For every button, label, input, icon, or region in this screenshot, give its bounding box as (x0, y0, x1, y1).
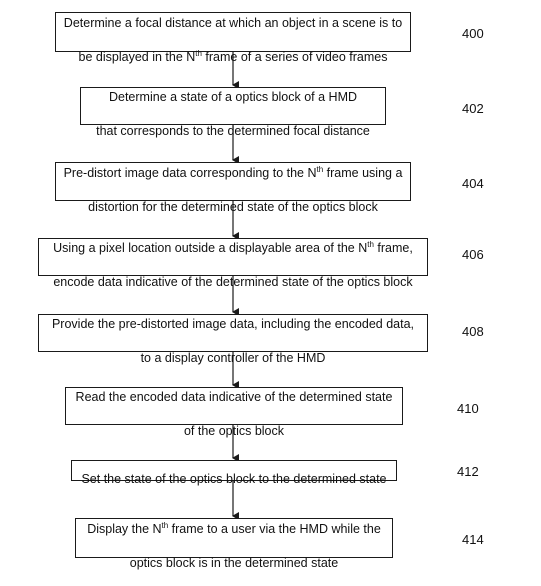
step-404-line1-post: frame using a (323, 165, 403, 180)
step-408-line2: to a display controller of the HMD (140, 351, 326, 365)
step-414-line2: optics block is in the determined state (129, 556, 339, 570)
step-404-line1-pre: Pre-distort image data corresponding to … (63, 165, 317, 180)
step-406-line2: encode data indicative of the determined… (53, 275, 413, 289)
step-400-line2-pre: be displayed in the N (78, 50, 196, 64)
step-box-412: Set the state of the optics block to the… (71, 460, 397, 486)
step-414-sup: th (161, 520, 169, 530)
step-414-line1-pre: Display the N (87, 522, 162, 536)
step-406-line1-post: frame, (373, 241, 413, 255)
step-406-line1-pre: Using a pixel location outside a display… (53, 241, 368, 255)
step-ref-408: 408 (462, 324, 484, 339)
step-ref-414: 414 (462, 532, 484, 547)
step-box-404: Pre-distort image data corresponding to … (55, 162, 411, 214)
step-400-line2-post: frame of a series of video frames (201, 50, 388, 64)
step-404-sup: th (316, 164, 324, 174)
step-box-400: Determine a focal distance at which an o… (55, 12, 411, 64)
step-412-line1: Set the state of the optics block to the… (81, 471, 387, 486)
step-400-line1: Determine a focal distance at which an o… (63, 16, 403, 30)
step-414-line1-post: frame to a user via the HMD while the (168, 522, 381, 536)
step-404-line2: distortion for the determined state of t… (88, 199, 378, 214)
step-408-line1: Provide the pre-distorted image data, in… (51, 317, 415, 331)
step-402-line2: that corresponds to the determined focal… (96, 124, 370, 138)
step-ref-402: 402 (462, 101, 484, 116)
step-402-line1: Determine a state of a optics block of a… (108, 90, 358, 104)
step-box-402: Determine a state of a optics block of a… (80, 87, 386, 138)
step-ref-400: 400 (462, 26, 484, 41)
step-400-sup: th (195, 48, 202, 58)
step-410-line1: Read the encoded data indicative of the … (75, 390, 393, 404)
step-box-408: Provide the pre-distorted image data, in… (38, 314, 428, 365)
step-406-sup: th (367, 239, 374, 249)
step-box-410: Read the encoded data indicative of the … (65, 387, 403, 438)
step-ref-410: 410 (457, 401, 479, 416)
step-ref-412: 412 (457, 464, 479, 479)
step-ref-404: 404 (462, 176, 484, 191)
step-box-414: Display the Nth frame to a user via the … (75, 518, 393, 570)
step-box-406: Using a pixel location outside a display… (38, 238, 428, 289)
step-410-line2: of the optics block (183, 424, 285, 438)
step-ref-406: 406 (462, 247, 484, 262)
